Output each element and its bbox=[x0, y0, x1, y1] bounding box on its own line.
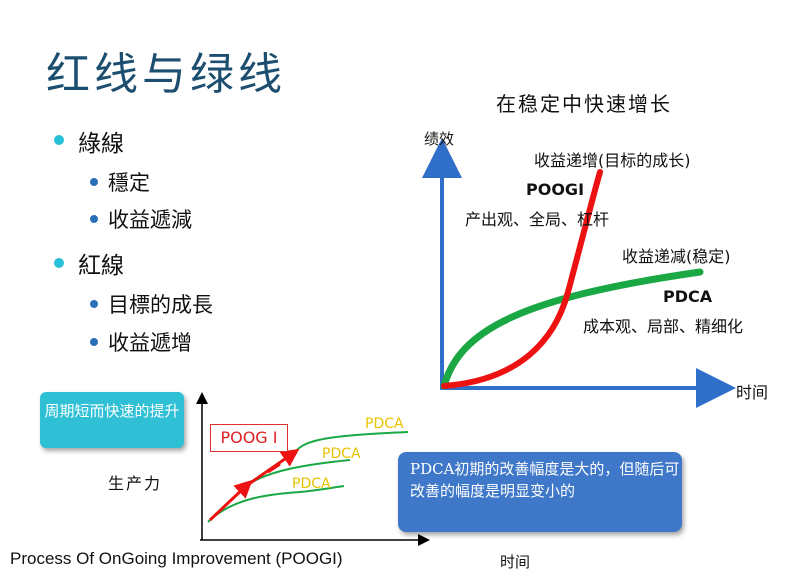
small-red-link bbox=[267, 462, 281, 474]
red-curve-label: 收益递增(目标的成长) bbox=[534, 151, 691, 170]
bullet-target-growth: 目標的成長 bbox=[108, 293, 213, 317]
poogi-box-label: POOG I bbox=[220, 428, 278, 447]
sub-bullet-dot bbox=[90, 300, 98, 308]
callout-pdca-note bbox=[398, 452, 682, 532]
footer-caption: Process Of OnGoing Improvement (POOGI) bbox=[10, 549, 343, 568]
sub-bullet-dot bbox=[90, 178, 98, 186]
bullet-red-line: 紅線 bbox=[78, 253, 124, 279]
bullet-diminishing: 收益遞減 bbox=[108, 208, 192, 232]
sub-bullet-dot bbox=[90, 215, 98, 223]
poogi-desc: 产出观、全局、杠杆 bbox=[465, 210, 610, 229]
small-red-arrow-1 bbox=[208, 479, 253, 522]
bullet-dot bbox=[54, 258, 64, 268]
small-green-curve-1 bbox=[207, 485, 345, 523]
productivity-label: 生产力 bbox=[108, 474, 163, 493]
small-x-axis-label: 时间 bbox=[500, 553, 531, 571]
pdca-label: PDCA bbox=[663, 287, 713, 306]
callout-pdca-note-text: PDCA初期的改善幅度是大的，但随后可改善的幅度是明显变小的 bbox=[410, 460, 680, 500]
green-curve-label: 收益递减(稳定) bbox=[622, 247, 731, 266]
x-axis-label: 时间 bbox=[736, 383, 769, 402]
pdca-label-top: PDCA bbox=[365, 416, 404, 432]
bullet-stable: 穩定 bbox=[108, 171, 150, 195]
sub-bullet-dot bbox=[90, 338, 98, 346]
green-curve bbox=[440, 268, 704, 390]
poogi-box bbox=[210, 424, 288, 452]
y-axis-label: 绩效 bbox=[424, 130, 455, 148]
page-title: 红线与绿线 bbox=[46, 49, 286, 100]
pdca-desc: 成本观、局部、精细化 bbox=[583, 317, 744, 336]
bullet-dot bbox=[54, 135, 64, 145]
chart-title: 在稳定中快速增长 bbox=[496, 92, 672, 116]
red-curve bbox=[441, 169, 603, 389]
callout-short-cycle-text: 周期短而快速的提升 bbox=[44, 402, 180, 420]
bullet-increasing: 收益遞增 bbox=[108, 331, 192, 355]
pdca-label-low: PDCA bbox=[292, 476, 331, 492]
callout-short-cycle bbox=[40, 392, 184, 448]
bullet-green-line: 綠線 bbox=[78, 131, 124, 157]
pdca-label-mid: PDCA bbox=[322, 446, 361, 462]
poogi-label: POOGI bbox=[526, 180, 585, 199]
